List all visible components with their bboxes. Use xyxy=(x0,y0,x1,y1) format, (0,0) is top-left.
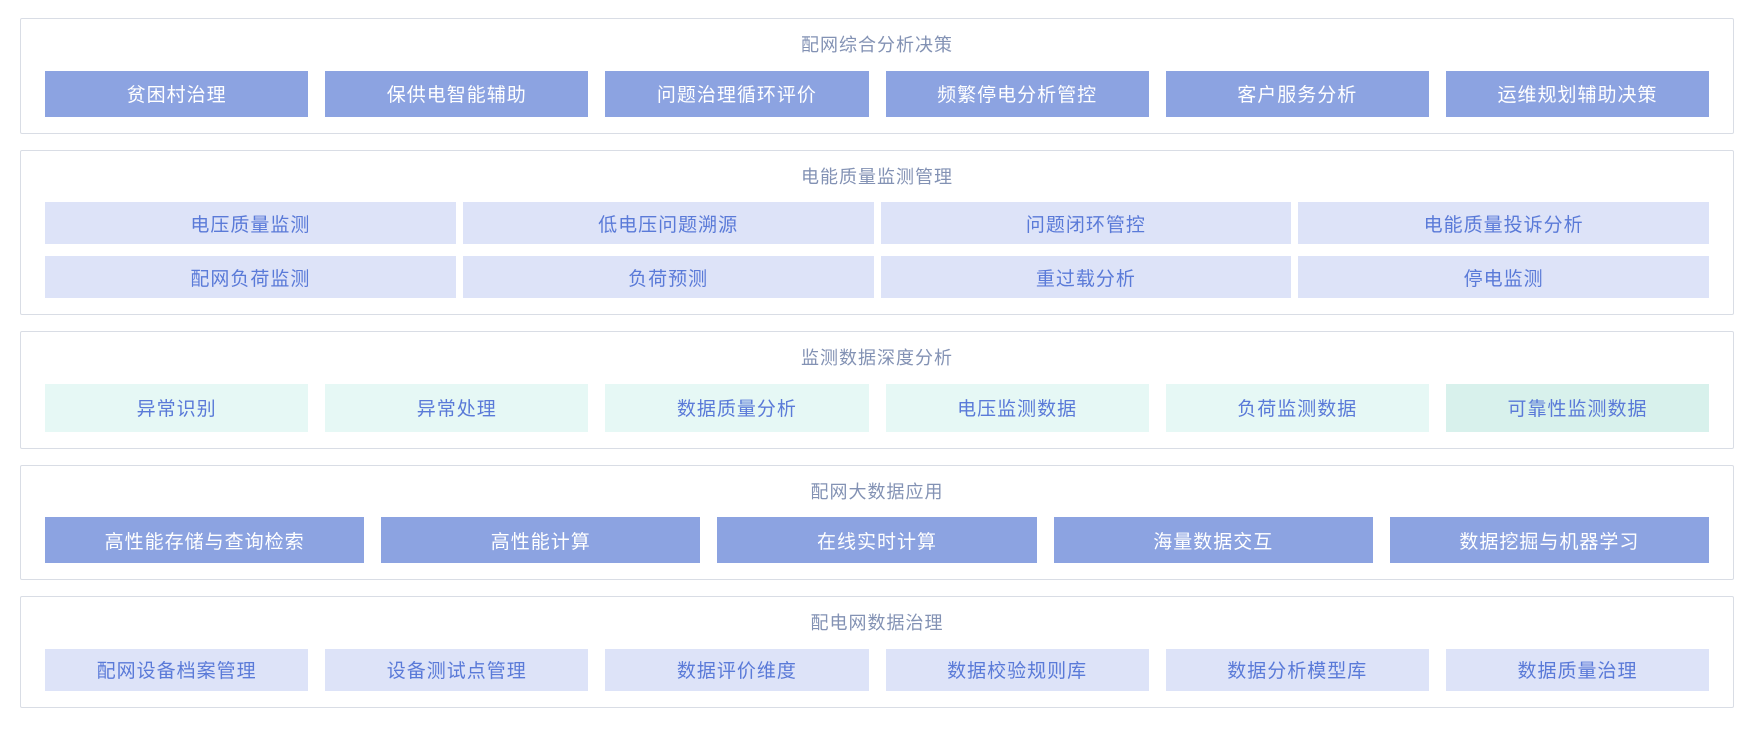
section-title: 电能质量监测管理 xyxy=(801,166,953,187)
section-big-data-application: 配网大数据应用 高性能存储与查询检索 高性能计算 在线实时计算 海量数据交互 数… xyxy=(20,464,1734,581)
section-title: 配电网数据治理 xyxy=(810,613,944,634)
module-tile[interactable]: 停电监测 xyxy=(1298,256,1709,299)
module-tile[interactable]: 负荷监测数据 xyxy=(1165,383,1429,432)
module-tile[interactable]: 贫困村治理 xyxy=(45,70,309,117)
module-tile[interactable]: 数据校验规则库 xyxy=(885,648,1149,691)
module-tile[interactable]: 异常识别 xyxy=(45,383,309,432)
module-tile[interactable]: 数据评价维度 xyxy=(605,648,869,691)
module-tile[interactable]: 高性能计算 xyxy=(381,517,701,564)
module-tile[interactable]: 保供电智能辅助 xyxy=(325,70,589,117)
module-tile[interactable]: 在线实时计算 xyxy=(717,517,1037,564)
module-tile[interactable]: 问题闭环管控 xyxy=(880,202,1292,245)
section-monitoring-data-analysis: 监测数据深度分析 异常识别 异常处理 数据质量分析 电压监测数据 负荷监测数据 … xyxy=(20,331,1734,449)
module-tile[interactable]: 数据质量治理 xyxy=(1445,648,1710,691)
module-tile[interactable]: 数据质量分析 xyxy=(605,383,869,432)
module-tile[interactable]: 配网负荷监测 xyxy=(45,256,456,299)
module-tile[interactable]: 数据挖掘与机器学习 xyxy=(1389,517,1710,564)
module-tile[interactable]: 运维规划辅助决策 xyxy=(1445,70,1710,117)
module-tile[interactable]: 异常处理 xyxy=(325,383,589,432)
module-tile[interactable]: 高性能存储与查询检索 xyxy=(45,517,365,564)
tile-row: 电压质量监测 低电压问题溯源 问题闭环管控 电能质量投诉分析 xyxy=(45,202,1709,245)
module-tile[interactable]: 电压监测数据 xyxy=(885,383,1149,432)
module-tile[interactable]: 重过载分析 xyxy=(880,256,1292,299)
section-title: 监测数据深度分析 xyxy=(801,348,953,369)
tile-row: 配网负荷监测 负荷预测 重过载分析 停电监测 xyxy=(45,256,1709,299)
module-tile[interactable]: 问题治理循环评价 xyxy=(605,70,869,117)
architecture-diagram: 配网综合分析决策 贫困村治理 保供电智能辅助 问题治理循环评价 频繁停电分析管控… xyxy=(20,18,1734,708)
module-tile[interactable]: 海量数据交互 xyxy=(1053,517,1373,564)
module-tile[interactable]: 负荷预测 xyxy=(462,256,874,299)
module-tile[interactable]: 可靠性监测数据 xyxy=(1445,383,1710,432)
module-tile[interactable]: 数据分析模型库 xyxy=(1165,648,1429,691)
tile-row: 贫困村治理 保供电智能辅助 问题治理循环评价 频繁停电分析管控 客户服务分析 运… xyxy=(45,70,1710,117)
tile-row: 异常识别 异常处理 数据质量分析 电压监测数据 负荷监测数据 可靠性监测数据 xyxy=(45,383,1710,432)
section-comprehensive-analysis: 配网综合分析决策 贫困村治理 保供电智能辅助 问题治理循环评价 频繁停电分析管控… xyxy=(20,18,1734,134)
tile-row: 高性能存储与查询检索 高性能计算 在线实时计算 海量数据交互 数据挖掘与机器学习 xyxy=(45,517,1710,564)
module-tile[interactable]: 电能质量投诉分析 xyxy=(1298,202,1709,245)
section-power-quality-monitoring: 电能质量监测管理 电压质量监测 低电压问题溯源 问题闭环管控 电能质量投诉分析 … xyxy=(20,149,1734,316)
module-tile[interactable]: 客户服务分析 xyxy=(1165,70,1429,117)
section-data-governance: 配电网数据治理 配网设备档案管理 设备测试点管理 数据评价维度 数据校验规则库 … xyxy=(20,596,1734,708)
section-title: 配网综合分析决策 xyxy=(801,35,953,55)
module-tile[interactable]: 电压质量监测 xyxy=(45,202,456,245)
module-tile[interactable]: 配网设备档案管理 xyxy=(45,648,309,691)
section-title: 配网大数据应用 xyxy=(810,481,944,502)
tile-row: 配网设备档案管理 设备测试点管理 数据评价维度 数据校验规则库 数据分析模型库 … xyxy=(45,648,1710,691)
module-tile[interactable]: 频繁停电分析管控 xyxy=(885,70,1149,117)
module-tile[interactable]: 低电压问题溯源 xyxy=(462,202,874,245)
module-tile[interactable]: 设备测试点管理 xyxy=(325,648,589,691)
